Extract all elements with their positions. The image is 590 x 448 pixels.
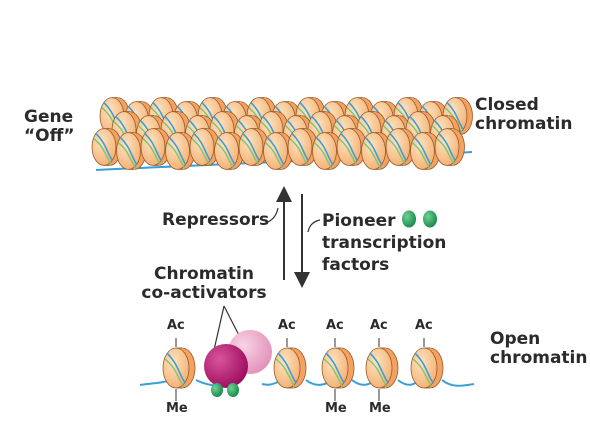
nucleosome xyxy=(263,132,294,170)
methylation-label: Me xyxy=(166,401,188,416)
green-dot xyxy=(402,210,416,228)
nucleosome xyxy=(189,128,220,166)
pioneer-factors-label: Pioneer transcription factors xyxy=(322,211,447,275)
nucleosome xyxy=(321,347,355,389)
gene-off-label: Gene “Off” xyxy=(24,107,75,147)
nucleosome xyxy=(273,347,307,389)
nucleosome xyxy=(287,128,318,166)
acetylation-label: Ac xyxy=(370,318,388,333)
nucleosome xyxy=(162,347,196,389)
nucleosome xyxy=(336,128,367,166)
coactivator-pointer xyxy=(213,305,225,351)
pioneer-bracket xyxy=(307,219,321,233)
green-dot xyxy=(211,383,223,397)
acetylation-label: Ac xyxy=(415,318,433,333)
green-dot xyxy=(227,383,239,397)
nucleosome xyxy=(312,132,343,170)
acetylation-label: Ac xyxy=(278,318,296,333)
nucleosome xyxy=(140,128,171,166)
nucleosome xyxy=(238,128,269,166)
open-chromatin-label: Open chromatin xyxy=(490,329,588,369)
acetylation-label: Ac xyxy=(326,318,344,333)
closed-chromatin-fiber xyxy=(91,97,473,170)
repressors-bracket xyxy=(267,207,279,223)
green-dot xyxy=(423,210,437,228)
repressors-label: Repressors xyxy=(162,210,270,230)
nucleosome xyxy=(365,347,399,389)
nucleosome xyxy=(410,132,441,170)
nucleosome xyxy=(361,132,392,170)
open-chromatin-row xyxy=(162,338,444,401)
nucleosome xyxy=(214,132,245,170)
nucleosome xyxy=(434,128,465,166)
nucleosome xyxy=(165,132,196,170)
coactivators-label: Chromatin co-activators xyxy=(141,264,267,304)
nucleosome xyxy=(410,347,444,389)
nucleosome xyxy=(91,128,122,166)
methylation-label: Me xyxy=(369,401,391,416)
closed-chromatin-label: Closed chromatin xyxy=(475,95,573,135)
coactivator-magenta xyxy=(204,344,248,388)
methylation-label: Me xyxy=(325,401,347,416)
nucleosome xyxy=(385,128,416,166)
acetylation-label: Ac xyxy=(167,318,185,333)
